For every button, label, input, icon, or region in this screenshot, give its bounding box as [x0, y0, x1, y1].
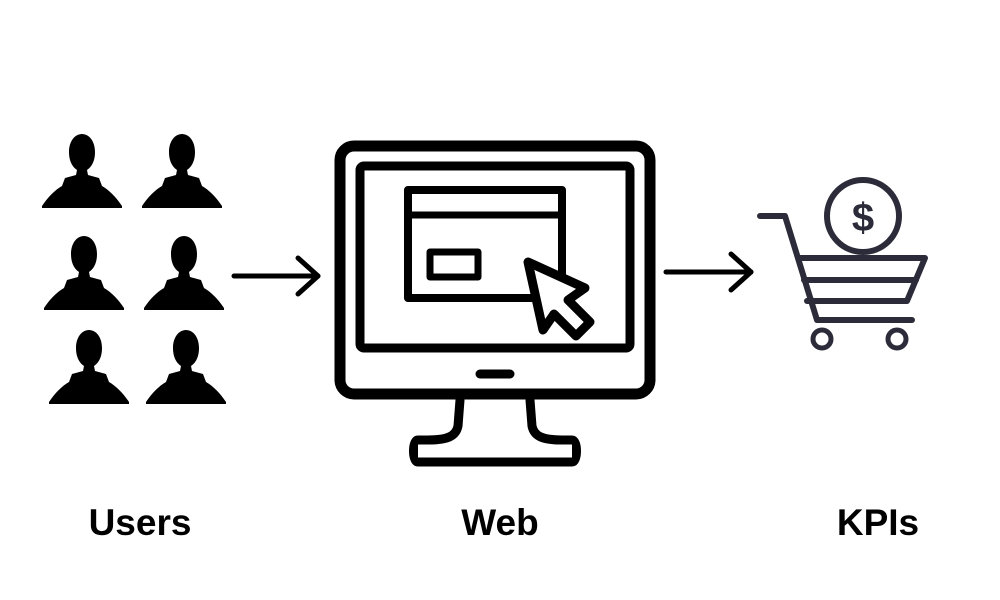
cart-wheel-left	[810, 327, 834, 351]
monitor-stand	[409, 395, 581, 467]
users-group-icon	[42, 134, 226, 404]
dollar-symbol: $	[852, 196, 874, 240]
person-icon	[44, 236, 124, 310]
users-label: Users	[88, 502, 192, 543]
kpis-label: KPIs	[836, 502, 920, 543]
person-icon	[142, 134, 222, 208]
mouse-cursor-icon	[523, 257, 595, 341]
dollar-coin-icon	[824, 177, 902, 255]
web-label: Web	[461, 502, 539, 543]
arrow-web-to-kpis	[663, 251, 754, 293]
browser-window-icon	[404, 186, 566, 302]
arrow-users-to-web	[231, 255, 321, 297]
cart-handle-frame	[757, 213, 915, 323]
person-icon	[146, 330, 226, 404]
monitor-screen	[355, 161, 635, 353]
computer-monitor-icon	[334, 140, 656, 467]
cart-wheel-right	[885, 327, 909, 351]
person-icon	[42, 134, 122, 208]
browser-button-shape	[426, 248, 482, 281]
monitor-frame	[334, 140, 656, 400]
person-icon	[144, 236, 224, 310]
person-icon	[49, 330, 129, 404]
shopping-cart-dollar-icon	[757, 177, 928, 351]
